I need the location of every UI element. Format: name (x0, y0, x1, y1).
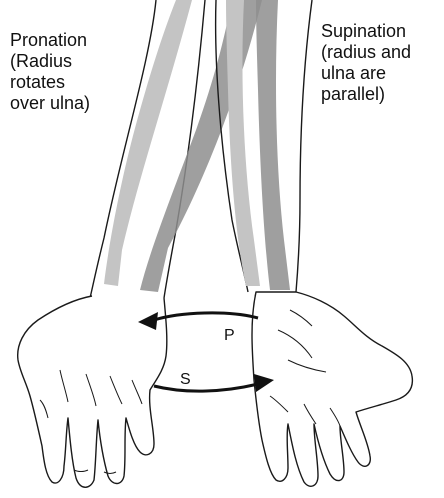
supinated-hand-outline (252, 292, 412, 486)
supination-label-line: Supination (321, 21, 411, 42)
pronation-label-line: over ulna) (10, 93, 90, 114)
supination-label-line: (radius and (321, 42, 411, 63)
supination-label: Supination (radius and ulna are parallel… (321, 21, 411, 105)
pronation-arrow-letter: P (224, 327, 235, 344)
supination-label-line: ulna are (321, 63, 411, 84)
supination-arrow-letter: S (180, 371, 191, 388)
pronated-ulna-bone (104, 0, 192, 286)
supination-arrow-line (154, 384, 258, 391)
pronation-label-line: Pronation (10, 30, 90, 51)
supinated-radius-bone (256, 0, 290, 290)
supination-label-line: parallel) (321, 84, 411, 105)
pronation-label-line: (Radius (10, 51, 90, 72)
pronation-label-line: rotates (10, 72, 90, 93)
pronation-arrow-line (154, 313, 258, 320)
pronation-label: Pronation (Radius rotates over ulna) (10, 30, 90, 114)
